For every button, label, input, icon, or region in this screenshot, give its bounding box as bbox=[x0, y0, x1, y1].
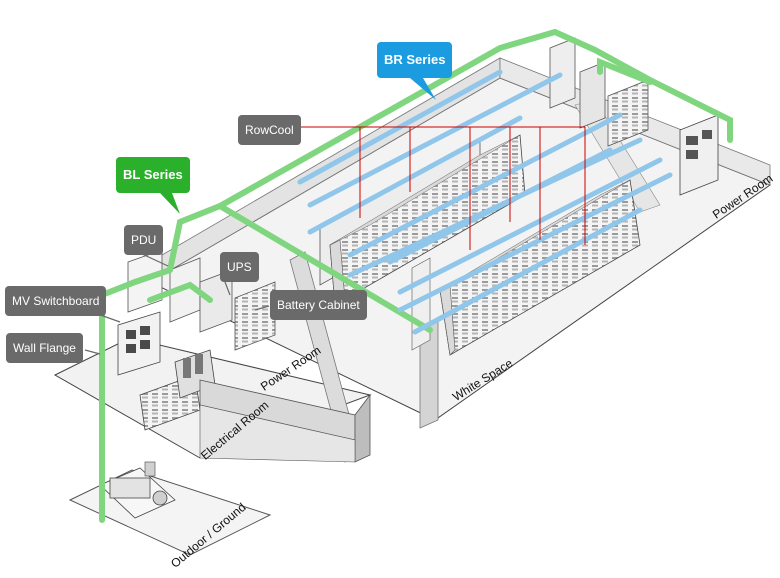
bl-series-callout: BL Series bbox=[116, 157, 190, 193]
wall-flange-callout: Wall Flange bbox=[6, 333, 83, 363]
foreground-walls bbox=[199, 379, 371, 463]
br-series-callout: BR Series bbox=[377, 42, 453, 78]
rowcool-lines bbox=[296, 126, 586, 250]
rowcool-callout: RowCool bbox=[238, 115, 301, 145]
generator bbox=[99, 461, 176, 519]
mv-switchboard-callout: MV Switchboard bbox=[5, 286, 107, 316]
ups-callout: UPS bbox=[220, 252, 259, 282]
pdu-callout: PDU bbox=[124, 225, 164, 255]
power-room-right-equipment bbox=[549, 37, 719, 196]
battery-cabinet-callout: Battery Cabinet bbox=[270, 290, 367, 320]
